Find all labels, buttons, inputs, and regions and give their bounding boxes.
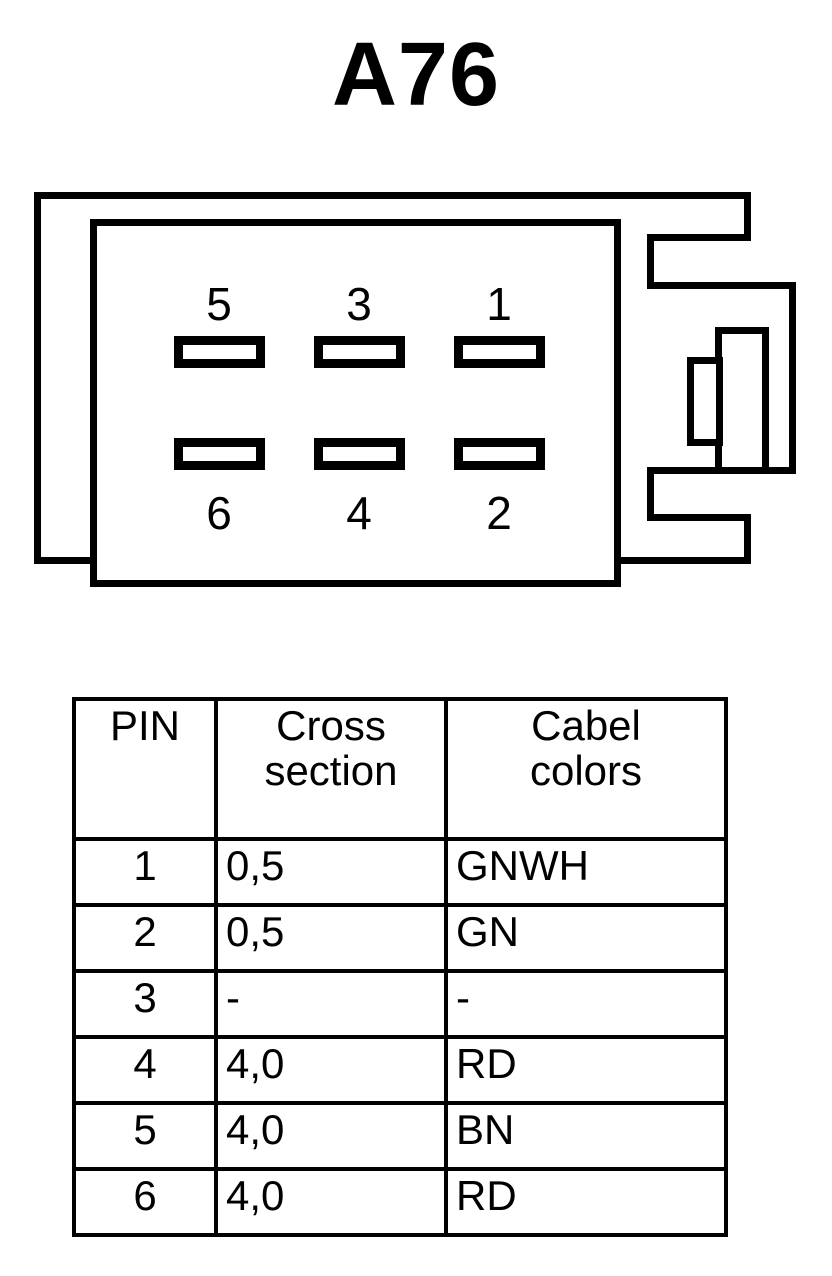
cell-pin: 4 xyxy=(72,1035,218,1105)
table-row: 4 4,0 RD xyxy=(72,1035,728,1105)
connector-diagram: 5 3 1 6 4 2 xyxy=(0,180,832,620)
column-header-cross-section-line2: section xyxy=(264,747,398,795)
connector-drawing: 5 3 1 6 4 2 xyxy=(34,192,796,587)
pin-slot-1 xyxy=(454,336,545,368)
cell-cross-section: 4,0 xyxy=(214,1167,448,1237)
table-row: 1 0,5 GNWH xyxy=(72,837,728,907)
cell-pin: 5 xyxy=(72,1101,218,1171)
cell-pin: 1 xyxy=(72,837,218,907)
cell-cable-color: - xyxy=(444,969,728,1039)
column-header-cable-colors-line1: Cabel xyxy=(531,702,641,749)
pin-number-3: 3 xyxy=(346,278,372,330)
table-row: 5 4,0 BN xyxy=(72,1101,728,1171)
pin-number-1: 1 xyxy=(486,278,512,330)
pin-number-2: 2 xyxy=(486,487,512,539)
cell-cross-section: 4,0 xyxy=(214,1101,448,1171)
pin-slot-2 xyxy=(454,438,545,470)
column-header-cross-section: Cross section xyxy=(214,697,448,841)
connector-inner-cavity xyxy=(90,219,621,587)
cell-cable-color: GN xyxy=(444,903,728,973)
cell-cross-section: 0,5 xyxy=(214,903,448,973)
pin-slot-5 xyxy=(174,336,265,368)
column-header-cross-section-line1: Cross xyxy=(276,702,386,749)
pin-number-4: 4 xyxy=(346,487,372,539)
cell-cross-section: - xyxy=(214,969,448,1039)
cell-pin: 6 xyxy=(72,1167,218,1237)
cell-cross-section: 0,5 xyxy=(214,837,448,907)
cell-cable-color: RD xyxy=(444,1167,728,1237)
column-header-pin-line1: PIN xyxy=(109,702,180,749)
pin-slot-3 xyxy=(314,336,405,368)
cell-cable-color: BN xyxy=(444,1101,728,1171)
column-header-pin: PIN xyxy=(72,697,218,841)
table-row: 2 0,5 GN xyxy=(72,903,728,973)
table-header-row: PIN Cross section Cabel colors xyxy=(72,697,728,841)
pinout-table-container: PIN Cross section Cabel colors 1 0,5 GNW… xyxy=(72,697,728,1237)
cell-pin: 3 xyxy=(72,969,218,1039)
latch-inner-tab xyxy=(687,357,723,446)
table-row: 3 - - xyxy=(72,969,728,1039)
latch-outer-tab xyxy=(715,327,769,474)
cell-pin: 2 xyxy=(72,903,218,973)
pinout-table: PIN Cross section Cabel colors 1 0,5 GNW… xyxy=(72,697,728,1237)
cell-cable-color: GNWH xyxy=(444,837,728,907)
column-header-cable-colors: Cabel colors xyxy=(444,697,728,841)
pin-slot-6 xyxy=(174,438,265,470)
cell-cable-color: RD xyxy=(444,1035,728,1105)
column-header-cable-colors-line2: colors xyxy=(529,747,643,795)
table-row: 6 4,0 RD xyxy=(72,1167,728,1237)
pin-number-6: 6 xyxy=(206,487,232,539)
pin-number-5: 5 xyxy=(206,278,232,330)
pin-slot-4 xyxy=(314,438,405,470)
page-title: A76 xyxy=(331,25,501,125)
cell-cross-section: 4,0 xyxy=(214,1035,448,1105)
